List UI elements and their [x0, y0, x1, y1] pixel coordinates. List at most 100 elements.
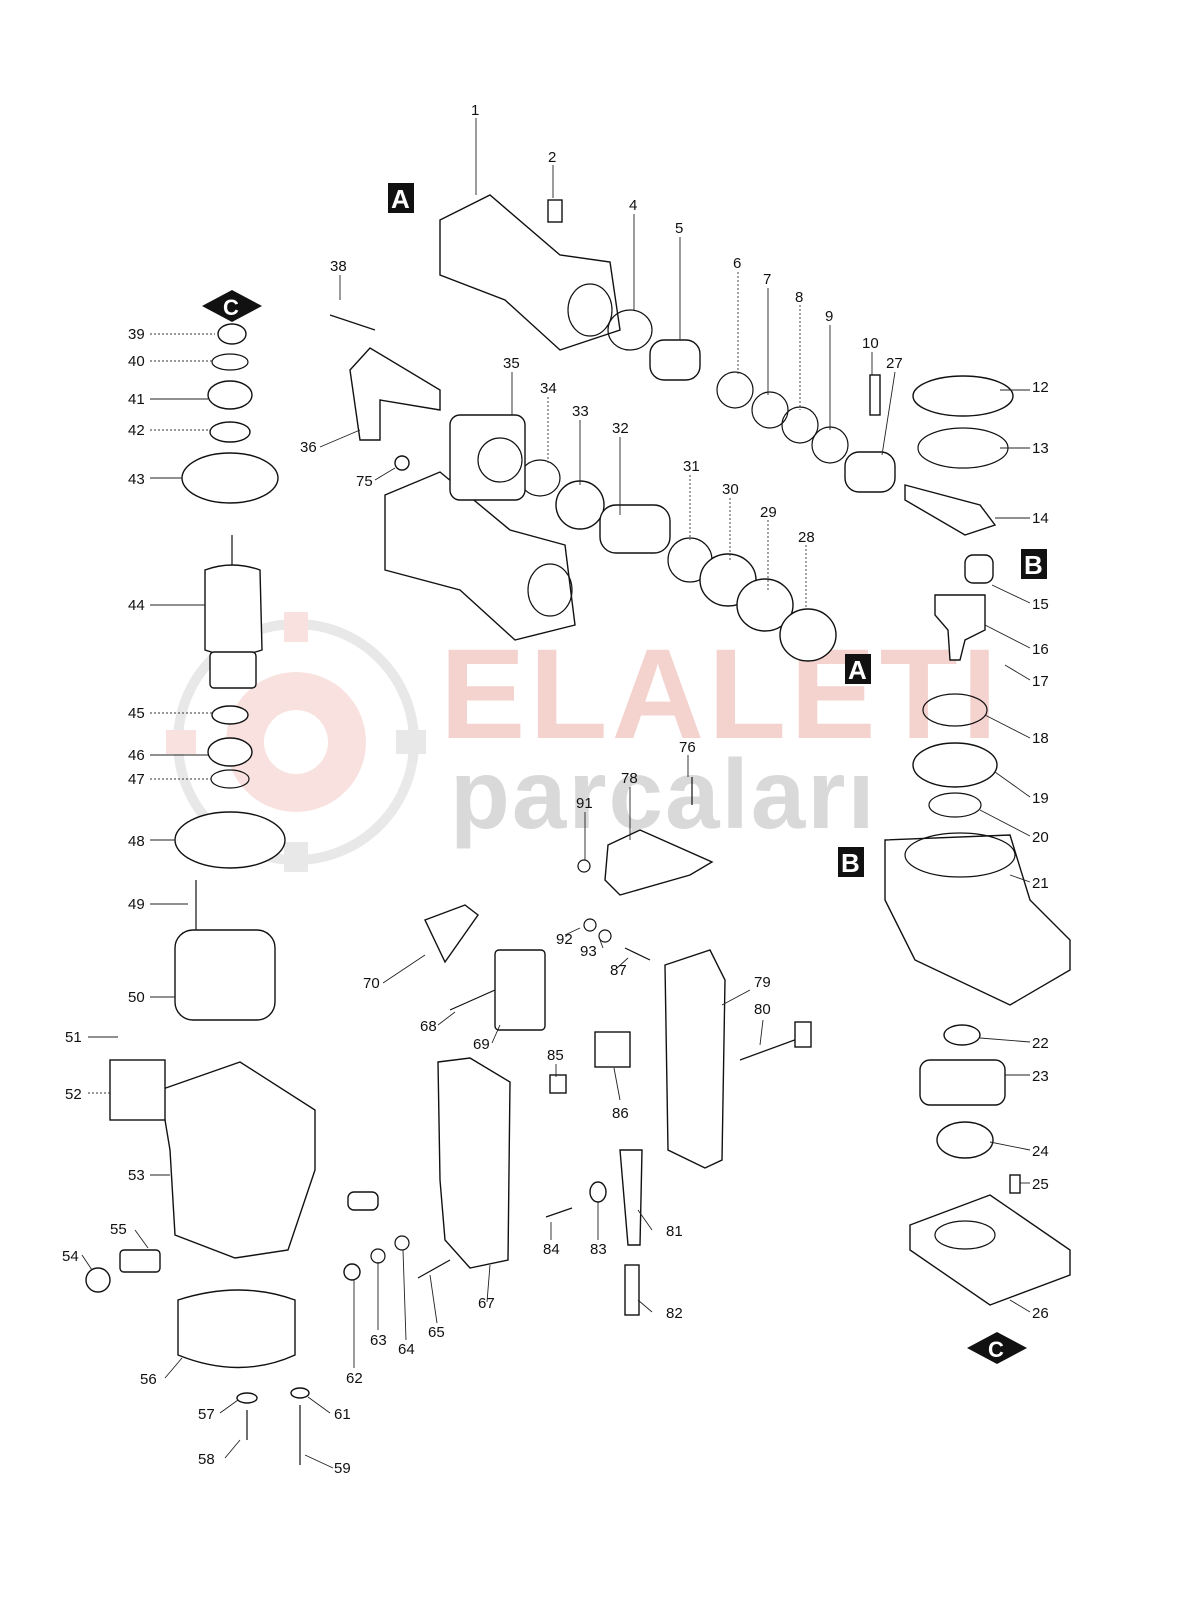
label-part-93: 93: [580, 943, 597, 960]
label-part-38: 38: [330, 258, 347, 275]
label-part-87: 87: [610, 962, 627, 979]
label-part-63: 63: [370, 1332, 387, 1349]
label-part-64: 64: [398, 1341, 415, 1358]
label-part-46: 46: [128, 747, 145, 764]
label-part-92: 92: [556, 931, 573, 948]
label-part-57: 57: [198, 1406, 215, 1423]
label-part-15: 15: [1032, 596, 1049, 613]
label-part-43: 43: [128, 471, 145, 488]
label-part-1: 1: [471, 102, 479, 119]
label-part-55: 55: [110, 1221, 127, 1238]
label-part-36: 36: [300, 439, 317, 456]
label-part-13: 13: [1032, 440, 1049, 457]
label-part-68: 68: [420, 1018, 437, 1035]
label-part-65: 65: [428, 1324, 445, 1341]
leader-lines: [81, 118, 1031, 1469]
label-part-29: 29: [760, 504, 777, 521]
label-part-44: 44: [128, 597, 145, 614]
label-part-79: 79: [754, 974, 771, 991]
label-part-86: 86: [612, 1105, 629, 1122]
label-part-78: 78: [621, 770, 638, 787]
label-part-58: 58: [198, 1451, 215, 1468]
watermark-gear-icon: [166, 612, 426, 872]
label-part-41: 41: [128, 391, 145, 408]
label-part-21: 21: [1032, 875, 1049, 892]
label-part-47: 47: [128, 771, 145, 788]
label-part-17: 17: [1032, 673, 1049, 690]
label-part-28: 28: [798, 529, 815, 546]
label-part-67: 67: [478, 1295, 495, 1312]
label-part-52: 52: [65, 1086, 82, 1103]
label-part-56: 56: [140, 1371, 157, 1388]
callout-labels: 1 2 4 5 6 7 8 9 10 12 13 14 15 16 17 18 …: [62, 102, 1049, 1477]
watermark: ELALETI parçaları: [166, 612, 1001, 872]
label-part-61: 61: [334, 1406, 351, 1423]
label-part-27: 27: [886, 355, 903, 372]
label-part-50: 50: [128, 989, 145, 1006]
svg-text:A: A: [848, 655, 867, 685]
label-part-9: 9: [825, 308, 833, 325]
svg-text:C: C: [223, 295, 239, 320]
label-part-35: 35: [503, 355, 520, 372]
label-part-85: 85: [547, 1047, 564, 1064]
marker-a-bottom: A: [845, 654, 871, 685]
label-part-82: 82: [666, 1305, 683, 1322]
label-part-83: 83: [590, 1241, 607, 1258]
label-part-30: 30: [722, 481, 739, 498]
label-part-4: 4: [629, 197, 637, 214]
label-part-32: 32: [612, 420, 629, 437]
label-part-5: 5: [675, 220, 683, 237]
watermark-brand-top: ELALETI: [440, 623, 1001, 766]
part-outlines: [85, 194, 1071, 1465]
label-part-19: 19: [1032, 790, 1049, 807]
label-part-75: 75: [356, 473, 373, 490]
marker-b-left: B: [838, 847, 864, 878]
label-part-20: 20: [1032, 829, 1049, 846]
label-part-12: 12: [1032, 379, 1049, 396]
label-part-25: 25: [1032, 1176, 1049, 1193]
label-part-48: 48: [128, 833, 145, 850]
label-part-10: 10: [862, 335, 879, 352]
label-part-23: 23: [1032, 1068, 1049, 1085]
label-part-69: 69: [473, 1036, 490, 1053]
label-part-33: 33: [572, 403, 589, 420]
svg-text:C: C: [988, 1337, 1004, 1362]
label-part-40: 40: [128, 353, 145, 370]
label-part-18: 18: [1032, 730, 1049, 747]
label-part-34: 34: [540, 380, 557, 397]
label-part-2: 2: [548, 149, 556, 166]
marker-a-top: A: [388, 183, 414, 214]
watermark-brand-bottom: parçaları: [450, 739, 877, 849]
label-part-76: 76: [679, 739, 696, 756]
svg-text:B: B: [1024, 550, 1043, 580]
label-part-45: 45: [128, 705, 145, 722]
label-part-81: 81: [666, 1223, 683, 1240]
label-part-84: 84: [543, 1241, 560, 1258]
label-part-80: 80: [754, 1001, 771, 1018]
label-part-51: 51: [65, 1029, 82, 1046]
label-part-24: 24: [1032, 1143, 1049, 1160]
label-part-54: 54: [62, 1248, 79, 1265]
marker-c-top: C: [202, 290, 262, 322]
svg-text:B: B: [841, 848, 860, 878]
label-part-39: 39: [128, 326, 145, 343]
label-part-31: 31: [683, 458, 700, 475]
marker-c-bottom: C: [967, 1332, 1027, 1364]
label-part-6: 6: [733, 255, 741, 272]
label-part-26: 26: [1032, 1305, 1049, 1322]
label-part-91: 91: [576, 795, 593, 812]
label-part-14: 14: [1032, 510, 1049, 527]
label-part-59: 59: [334, 1460, 351, 1477]
label-part-49: 49: [128, 896, 145, 913]
label-part-8: 8: [795, 289, 803, 306]
label-part-42: 42: [128, 422, 145, 439]
label-part-62: 62: [346, 1370, 363, 1387]
label-part-70: 70: [363, 975, 380, 992]
label-part-22: 22: [1032, 1035, 1049, 1052]
label-part-53: 53: [128, 1167, 145, 1184]
label-part-7: 7: [763, 271, 771, 288]
marker-b-right: B: [1021, 549, 1047, 580]
label-part-16: 16: [1032, 641, 1049, 658]
svg-text:A: A: [391, 184, 410, 214]
